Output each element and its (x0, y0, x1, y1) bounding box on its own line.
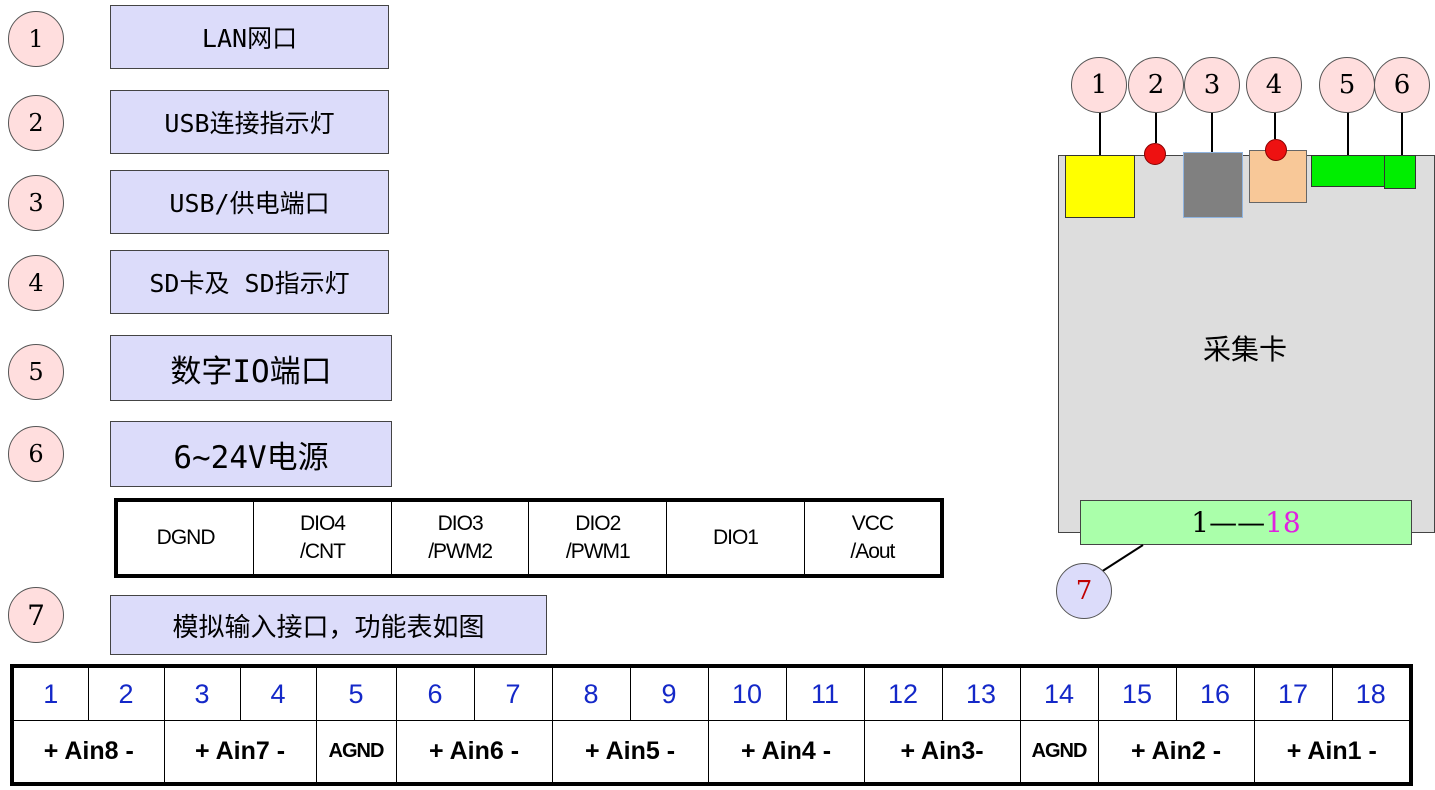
pin-function: + Ain3- (863, 720, 1021, 785)
pin-number: 8 (551, 665, 631, 721)
pin-function: AGND (315, 720, 397, 785)
legend-label-dio: 数字IO端口 (110, 335, 392, 401)
legend-number-4: 4 (8, 255, 64, 311)
pin-number: 15 (1097, 665, 1177, 721)
pin-number: 1 (11, 665, 89, 721)
pin-function: + Ain4 - (707, 720, 865, 785)
dio-cell: DIO3/PWM2 (390, 499, 530, 577)
legend-label-analog-input: 模拟输入接口，功能表如图 (110, 595, 547, 655)
callout-line-2 (1155, 112, 1157, 143)
dio-port-table: DGND DIO4/CNT DIO3/PWM2 DIO2/PWM1 DIO1 V… (114, 498, 944, 578)
pin-number: 14 (1019, 665, 1099, 721)
callout-line-1 (1099, 112, 1101, 155)
pin-function: + Ain7 - (163, 720, 317, 785)
dio-cell-subtext: /Aout (850, 540, 895, 563)
dio-cell-text: DIO2 (575, 512, 621, 535)
dio-cell-subtext: /CNT (299, 540, 346, 563)
pin-number: 4 (239, 665, 317, 721)
callout-7: 7 (1056, 563, 1112, 619)
pin-number: 12 (863, 665, 943, 721)
analog-pin-table: 1 2 3 4 5 6 7 8 9 10 11 12 13 14 15 16 1… (10, 664, 1413, 786)
legend-label-sd: SD卡及 SD指示灯 (110, 250, 389, 314)
sd-led (1265, 139, 1287, 161)
pin-number: 6 (395, 665, 475, 721)
dio-cell-subtext: /PWM2 (428, 540, 493, 563)
connector-label-end: 18 (1265, 506, 1301, 539)
callout-1: 1 (1071, 57, 1127, 113)
callout-4: 4 (1246, 57, 1302, 113)
pin-number: 7 (473, 665, 553, 721)
dio-cell-subtext: /PWM1 (565, 540, 631, 563)
pin-number: 10 (707, 665, 787, 721)
dio-cell-text: DIO1 (712, 526, 759, 549)
dio-cell: DGND (115, 499, 255, 577)
dio-cell-text: VCC (851, 512, 894, 535)
pin-number: 11 (785, 665, 865, 721)
dio-cell: DIO2/PWM1 (528, 499, 668, 577)
pin-function-row: + Ain8 - + Ain7 - AGND + Ain6 - + Ain5 -… (11, 720, 1412, 785)
usb-led (1144, 143, 1166, 165)
pin-function: + Ain5 - (551, 720, 709, 785)
dio-port (1311, 155, 1385, 187)
analog-connector: 1——18 (1080, 500, 1412, 545)
callout-5: 5 (1319, 57, 1375, 113)
callout-line-5 (1347, 112, 1349, 155)
card-title: 采集卡 (1202, 333, 1287, 366)
legend-number-6: 6 (8, 426, 64, 482)
pin-function: AGND (1019, 720, 1099, 785)
power-port (1384, 155, 1416, 189)
legend-label-usb-power: USB/供电端口 (110, 170, 389, 234)
lan-port (1065, 155, 1135, 218)
pin-number: 13 (941, 665, 1021, 721)
legend-number-2: 2 (8, 95, 64, 151)
legend-number-5: 5 (8, 344, 64, 400)
callout-line-4 (1274, 112, 1276, 139)
callout-6: 6 (1374, 57, 1430, 113)
pin-number: 9 (629, 665, 709, 721)
pin-number: 3 (163, 665, 241, 721)
legend-label-usb-led: USB连接指示灯 (110, 90, 389, 154)
legend-number-3: 3 (8, 175, 64, 231)
pin-function: + Ain1 - (1253, 720, 1412, 785)
connector-label-start: 1—— (1191, 506, 1266, 539)
dio-cell-text: DIO4 (299, 512, 346, 535)
pin-number: 16 (1175, 665, 1255, 721)
legend-label-lan-port: LAN网口 (110, 5, 389, 69)
dio-cell: DIO4/CNT (253, 499, 392, 577)
pin-function: + Ain8 - (11, 720, 165, 785)
pin-number: 17 (1253, 665, 1333, 721)
dio-row: DGND DIO4/CNT DIO3/PWM2 DIO2/PWM1 DIO1 V… (115, 499, 943, 577)
pin-function: + Ain6 - (395, 720, 553, 785)
dio-cell-text: DGND (156, 526, 216, 549)
legend-number-1: 1 (8, 11, 64, 67)
legend-number-7: 7 (8, 587, 64, 643)
callout-2: 2 (1128, 57, 1184, 113)
callout-line-6 (1401, 112, 1403, 155)
pin-number: 5 (315, 665, 397, 721)
acquisition-card (1058, 155, 1435, 533)
dio-cell: VCC/Aout (803, 499, 943, 577)
dio-cell: DIO1 (666, 499, 805, 577)
pin-number: 18 (1331, 665, 1412, 721)
pin-number-row: 1 2 3 4 5 6 7 8 9 10 11 12 13 14 15 16 1… (11, 665, 1412, 721)
legend-label-power: 6~24V电源 (110, 421, 392, 487)
pin-number: 2 (87, 665, 165, 721)
usb-port (1183, 152, 1243, 218)
pin-function: + Ain2 - (1097, 720, 1255, 785)
callout-line-3 (1211, 112, 1213, 152)
callout-3: 3 (1184, 57, 1240, 113)
dio-cell-text: DIO3 (437, 512, 484, 535)
